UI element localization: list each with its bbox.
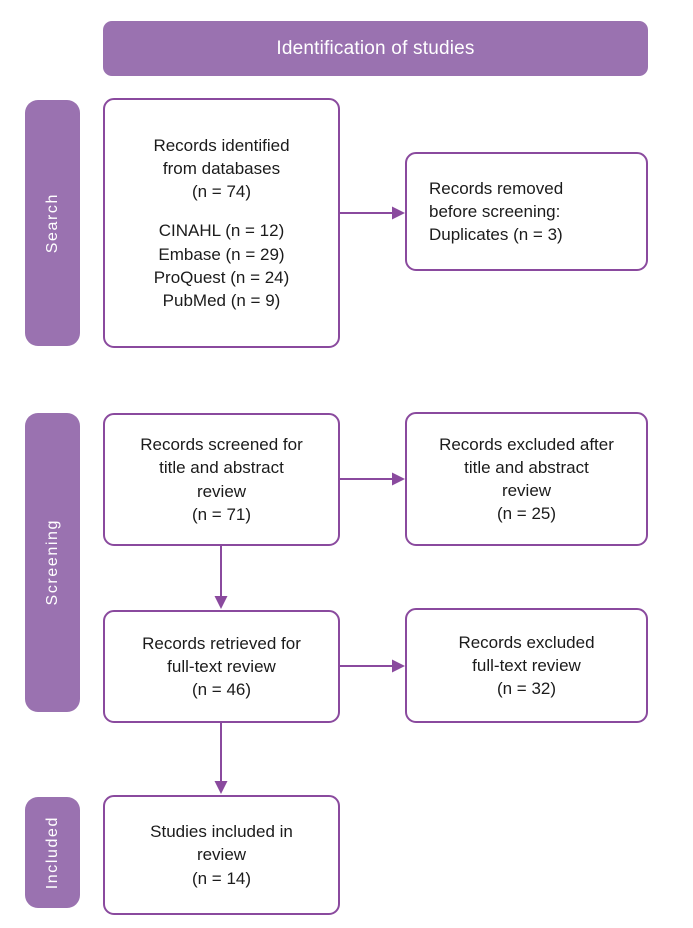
- stage-label-included: Included: [25, 797, 80, 908]
- node-line: (n = 46): [191, 680, 252, 700]
- node-records-identified: Records identified from databases (n = 7…: [103, 98, 340, 348]
- stage-label-search: Search: [25, 100, 80, 346]
- connector-screened-to-retrieved: [214, 546, 228, 609]
- stage-label-screening-text: Screening: [43, 519, 61, 606]
- node-line: (n = 71): [191, 504, 252, 524]
- connector-screened-to-excluded-ta: [340, 472, 405, 486]
- node-line: (n = 25): [496, 504, 557, 524]
- node-line: (n = 32): [496, 679, 557, 699]
- node-line: PubMed (n = 9): [162, 290, 281, 310]
- connector-retrieved-to-included: [214, 723, 228, 794]
- stage-banner-label: Identification of studies: [276, 37, 475, 59]
- node-line: title and abstract: [159, 458, 284, 478]
- node-line: Records excluded after: [439, 434, 614, 454]
- node-line: before screening:: [429, 201, 561, 221]
- node-line: from databases: [162, 159, 281, 179]
- node-line: Records screened for: [140, 435, 303, 455]
- node-line: (n = 74): [191, 182, 252, 202]
- node-line: full-text review: [167, 656, 276, 676]
- node-line: Records identified: [153, 136, 290, 156]
- node-line: CINAHL (n = 12): [158, 221, 285, 241]
- node-line: title and abstract: [464, 457, 589, 477]
- node-line: Records retrieved for: [142, 633, 301, 653]
- node-line: Duplicates (n = 3): [429, 225, 563, 245]
- node-records-retrieved: Records retrieved for full-text review (…: [103, 610, 340, 723]
- node-line: Records removed: [429, 178, 564, 198]
- stage-label-screening: Screening: [25, 413, 80, 712]
- node-line: review: [196, 845, 247, 865]
- node-line: full-text review: [472, 655, 581, 675]
- stage-label-included-text: Included: [43, 815, 61, 890]
- node-line: (n = 14): [191, 868, 252, 888]
- node-line: Records excluded: [458, 632, 595, 652]
- stage-label-search-text: Search: [43, 192, 61, 254]
- stage-banner-identification: Identification of studies: [103, 21, 648, 76]
- connector-retrieved-to-excluded-ft: [340, 659, 405, 673]
- node-line: ProQuest (n = 24): [153, 267, 290, 287]
- node-line: review: [196, 481, 247, 501]
- node-records-excluded-full-text: Records excluded full-text review (n = 3…: [405, 608, 648, 723]
- node-records-screened: Records screened for title and abstract …: [103, 413, 340, 546]
- node-line: Studies included in: [150, 822, 293, 842]
- node-records-excluded-title-abstract: Records excluded after title and abstrac…: [405, 412, 648, 546]
- node-records-removed: Records removed before screening: Duplic…: [405, 152, 648, 271]
- node-line: review: [501, 481, 552, 500]
- node-line: Embase (n = 29): [158, 244, 285, 264]
- connector-identified-to-removed: [340, 206, 405, 220]
- node-studies-included: Studies included in review (n = 14): [103, 795, 340, 915]
